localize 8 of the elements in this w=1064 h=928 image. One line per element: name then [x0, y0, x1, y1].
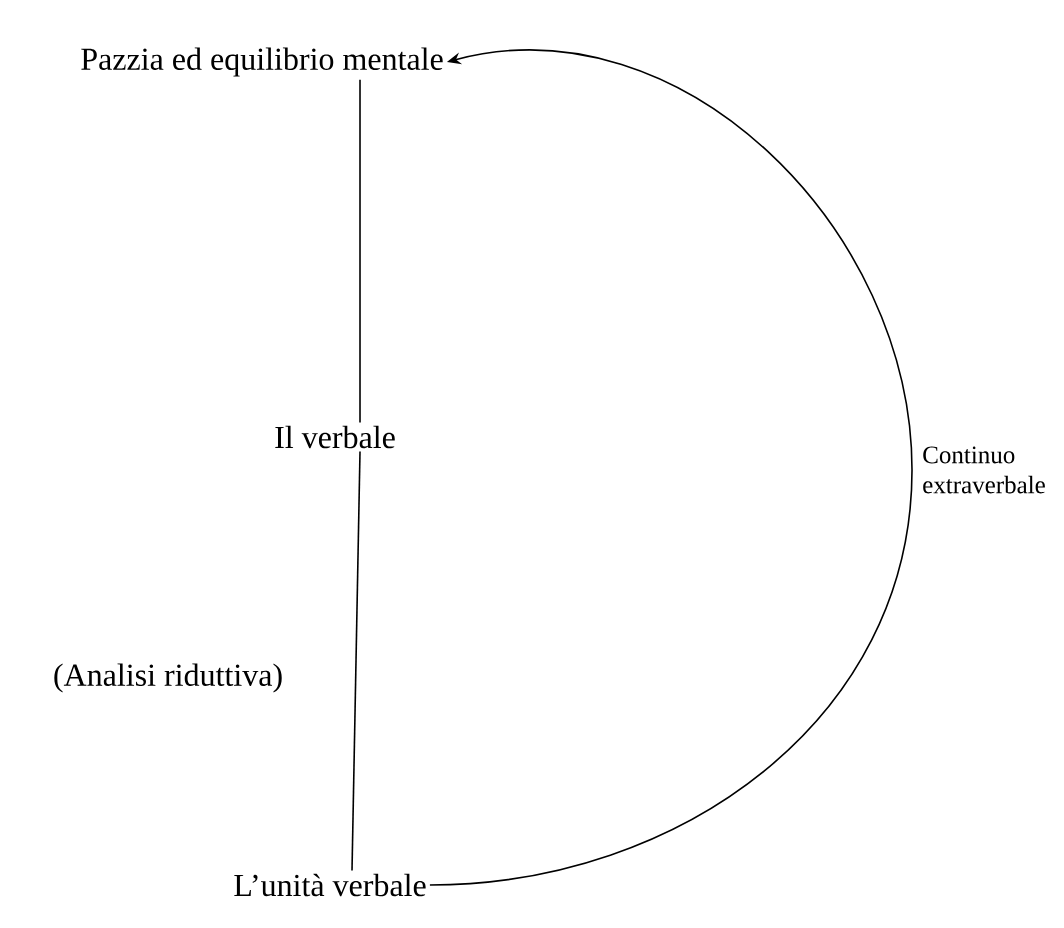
text-label: (Analisi riduttiva) [54, 663, 282, 693]
curved-arrow [429, 49, 913, 886]
node-label: Pazzia ed equilibrio mentale [81, 47, 443, 77]
line [359, 78, 361, 424]
line [351, 450, 361, 872]
node-label: Il verbale [275, 425, 395, 449]
node-label: L’unità verbale [234, 873, 426, 897]
edge-label: Continuo extraverbale [920, 444, 1050, 496]
